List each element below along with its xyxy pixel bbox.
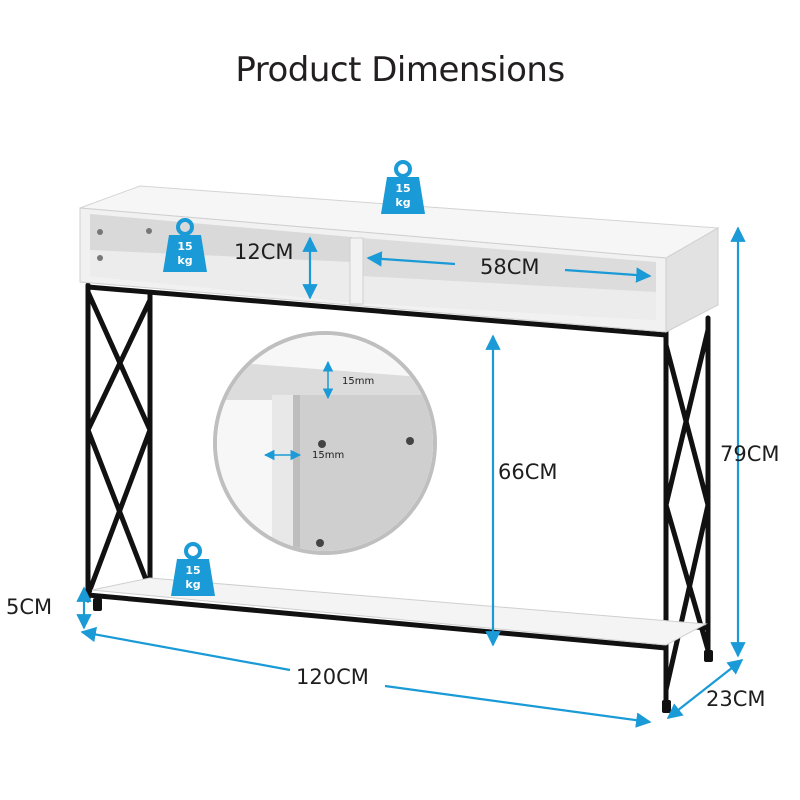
weight-bottom-unit: kg [185, 578, 200, 591]
weight-badge-top: 15 kg [381, 160, 425, 214]
board-thickness-top-label: 15mm [342, 376, 375, 387]
weight-top-unit: kg [395, 196, 410, 209]
page-title: Product Dimensions [235, 50, 565, 90]
depth-arrow [666, 659, 744, 719]
weight-badge-shelf: 15 kg [163, 218, 207, 272]
compartment-width-arrow-left [366, 251, 456, 267]
compartment-width-arrow-right [564, 267, 652, 283]
foot-height-label: 5CM [6, 595, 53, 619]
compartment-width-label: 58CM [480, 255, 540, 279]
weight-shelf-unit: kg [177, 254, 192, 267]
board-thickness-side-label: 15mm [312, 450, 345, 461]
weight-badge-bottom: 15 kg [171, 542, 215, 596]
length-arrow-left [80, 626, 291, 672]
compartment-height-label: 12CM [234, 240, 294, 264]
total-height-label: 79CM [720, 442, 780, 466]
depth-label: 23CM [706, 687, 766, 711]
weight-top-value: 15 [395, 182, 410, 195]
weight-bottom-value: 15 [185, 564, 200, 577]
weight-shelf-value: 15 [177, 240, 192, 253]
length-label: 120CM [296, 665, 369, 689]
zoom-detail [213, 331, 437, 555]
inner-height-label: 66CM [498, 460, 558, 484]
tabletop-box [79, 185, 720, 333]
bottom-shelf [91, 577, 708, 646]
dimension-arrows [76, 226, 746, 728]
length-arrow-right [384, 684, 652, 728]
